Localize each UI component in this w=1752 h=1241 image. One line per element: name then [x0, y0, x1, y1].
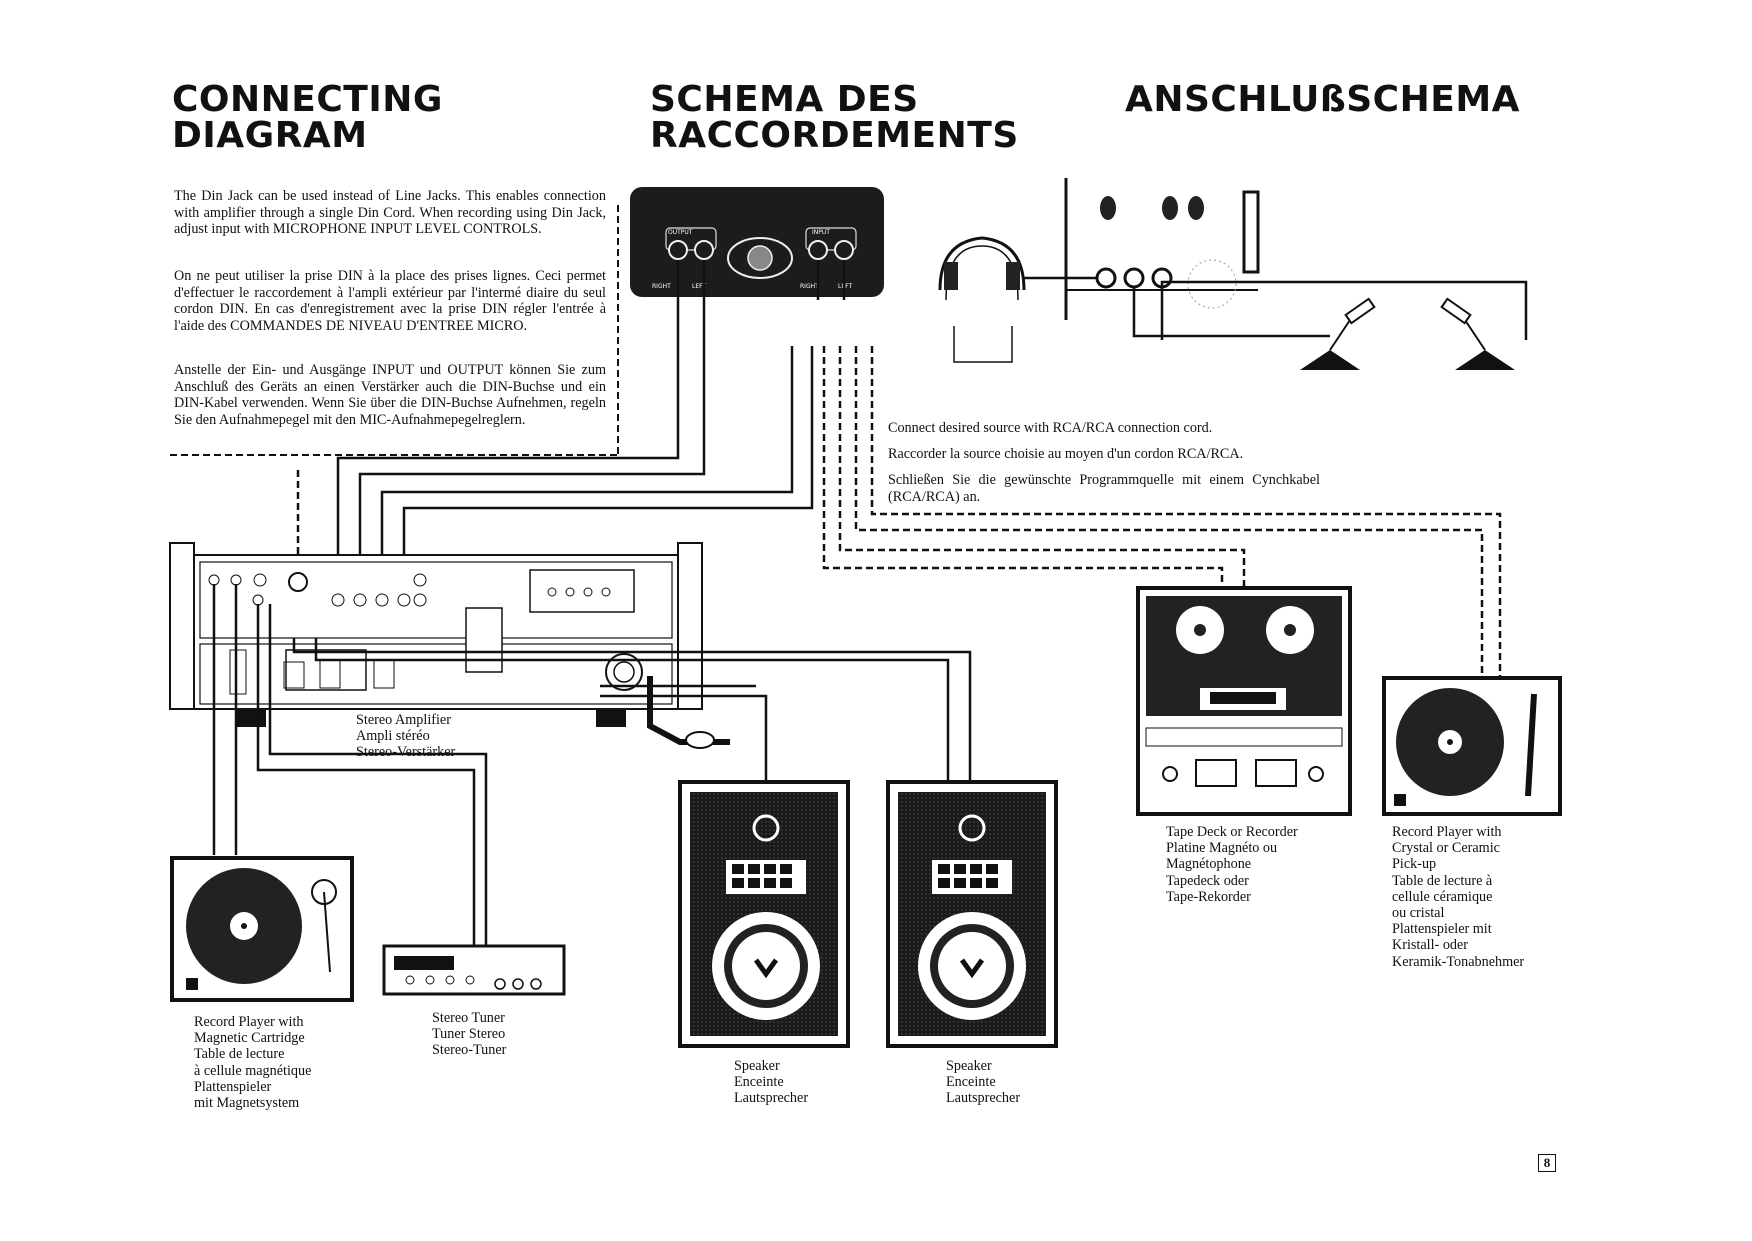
caption-record-player-magnetic-line: Table de lecture	[194, 1046, 285, 1063]
title-french-line-2: RACCORDEMENTS	[650, 115, 1019, 156]
caption-record-player-crystal-line: Crystal or Ceramic	[1392, 840, 1500, 857]
caption-speaker-left-line: Enceinte	[734, 1074, 784, 1091]
caption-tuner-line: Stereo Tuner	[432, 1010, 505, 1026]
caption-tape-deck-line: Tape-Rekorder	[1166, 888, 1251, 905]
speaker-left	[678, 780, 850, 1048]
rca-note-french: Raccorder la source choisie au moyen d'u…	[888, 446, 1244, 462]
tuner	[382, 944, 566, 996]
source-cables	[822, 346, 1502, 680]
caption-tape-deck: Tape Deck or Recorder Platine Magnéto ou…	[1166, 824, 1298, 905]
speaker-right	[886, 780, 1058, 1048]
caption-record-player-crystal-line: Pick-up	[1392, 856, 1437, 873]
caption-tape-deck-line: Tape Deck or Recorder	[1166, 824, 1298, 840]
device-cables	[212, 584, 972, 946]
caption-tuner-line: Stereo-Tuner	[432, 1042, 507, 1059]
din-note-french: On ne peut utiliser la prise DIN à la pl…	[174, 268, 606, 334]
caption-record-player-magnetic-line: mit Magnetsystem	[194, 1095, 300, 1112]
jack-panel-input-label: INPUT	[812, 229, 830, 236]
jack-panel: OUTPUT INPUT RIGHT LEFT RIGHT LEFT	[630, 187, 884, 300]
caption-record-player-crystal-line: ou cristal	[1392, 905, 1445, 922]
caption-speaker-right: Speaker Enceinte Lautsprecher	[946, 1058, 1020, 1107]
din-note-border	[170, 205, 619, 456]
title-french: SCHEMA DES RACCORDEMENTS	[650, 82, 1019, 154]
title-english-line-2: DIAGRAM	[172, 115, 368, 156]
tape-deck	[1136, 586, 1352, 816]
caption-speaker-left-line: Lautsprecher	[734, 1090, 809, 1107]
caption-amplifier: Stereo Amplifier Ampli stéréo Stereo-Ver…	[356, 712, 455, 761]
caption-record-player-magnetic: Record Player with Magnetic Cartridge Ta…	[194, 1014, 311, 1111]
caption-tuner: Stereo Tuner Tuner Stereo Stereo-Tuner	[432, 1010, 506, 1059]
caption-speaker-right-line: Lautsprecher	[946, 1090, 1021, 1107]
caption-speaker-right-line: Speaker	[946, 1058, 992, 1074]
title-german-line-1: ANSCHLUßSCHEMA	[1125, 79, 1521, 120]
caption-tuner-line: Tuner Stereo	[432, 1026, 506, 1043]
title-english-line-1: CONNECTING	[172, 79, 443, 120]
caption-record-player-crystal-line: Plattenspieler mit	[1392, 921, 1492, 938]
din-note-english: The Din Jack can be used instead of Line…	[174, 188, 606, 238]
jack-panel-right-in: RIGHT	[800, 283, 819, 290]
caption-amplifier-line: Stereo-Verstärker	[356, 744, 456, 761]
caption-record-player-magnetic-line: Magnetic Cartridge	[194, 1030, 305, 1047]
title-german: ANSCHLUßSCHEMA	[1125, 82, 1520, 118]
jack-panel-right-out: RIGHT	[652, 283, 671, 290]
rca-note-german: Schließen Sie die gewünschte Programmque…	[888, 472, 1320, 505]
din-note-german: Anstelle der Ein- und Ausgänge INPUT und…	[174, 362, 606, 428]
title-french-line-1: SCHEMA DES	[650, 79, 919, 120]
caption-record-player-crystal-line: Kristall- oder	[1392, 937, 1469, 954]
jack-panel-output-label: OUTPUT	[668, 229, 693, 236]
caption-record-player-magnetic-line: Plattenspieler	[194, 1078, 272, 1095]
caption-record-player-magnetic-line: Record Player with	[194, 1014, 304, 1030]
caption-record-player-crystal-line: Table de lecture à	[1392, 872, 1493, 889]
caption-amplifier-line: Ampli stéréo	[356, 728, 430, 745]
caption-amplifier-line: Stereo Amplifier	[356, 712, 451, 728]
caption-tape-deck-line: Tapedeck oder	[1166, 872, 1249, 889]
record-player-crystal	[1382, 676, 1562, 816]
caption-speaker-right-line: Enceinte	[946, 1074, 996, 1091]
jack-panel-left-out: LEFT	[692, 283, 706, 290]
headphone-mic-inset	[938, 178, 1528, 370]
record-player-magnetic	[170, 856, 354, 1002]
title-english: CONNECTING DIAGRAM	[172, 82, 443, 154]
amplifier	[169, 542, 730, 749]
caption-record-player-crystal: Record Player with Crystal or Ceramic Pi…	[1392, 824, 1524, 970]
page-number: 8	[1538, 1154, 1556, 1172]
caption-tape-deck-line: Platine Magnéto ou	[1166, 840, 1278, 857]
caption-speaker-left-line: Speaker	[734, 1058, 780, 1074]
rca-note-english: Connect desired source with RCA/RCA conn…	[888, 420, 1213, 436]
caption-record-player-crystal-line: cellule céramique	[1392, 888, 1493, 905]
caption-speaker-left: Speaker Enceinte Lautsprecher	[734, 1058, 808, 1107]
caption-record-player-magnetic-line: à cellule magnétique	[194, 1062, 312, 1079]
caption-record-player-crystal-line: Keramik-Tonabnehmer	[1392, 953, 1525, 970]
caption-tape-deck-line: Magnétophone	[1166, 856, 1252, 873]
caption-record-player-crystal-line: Record Player with	[1392, 824, 1502, 840]
